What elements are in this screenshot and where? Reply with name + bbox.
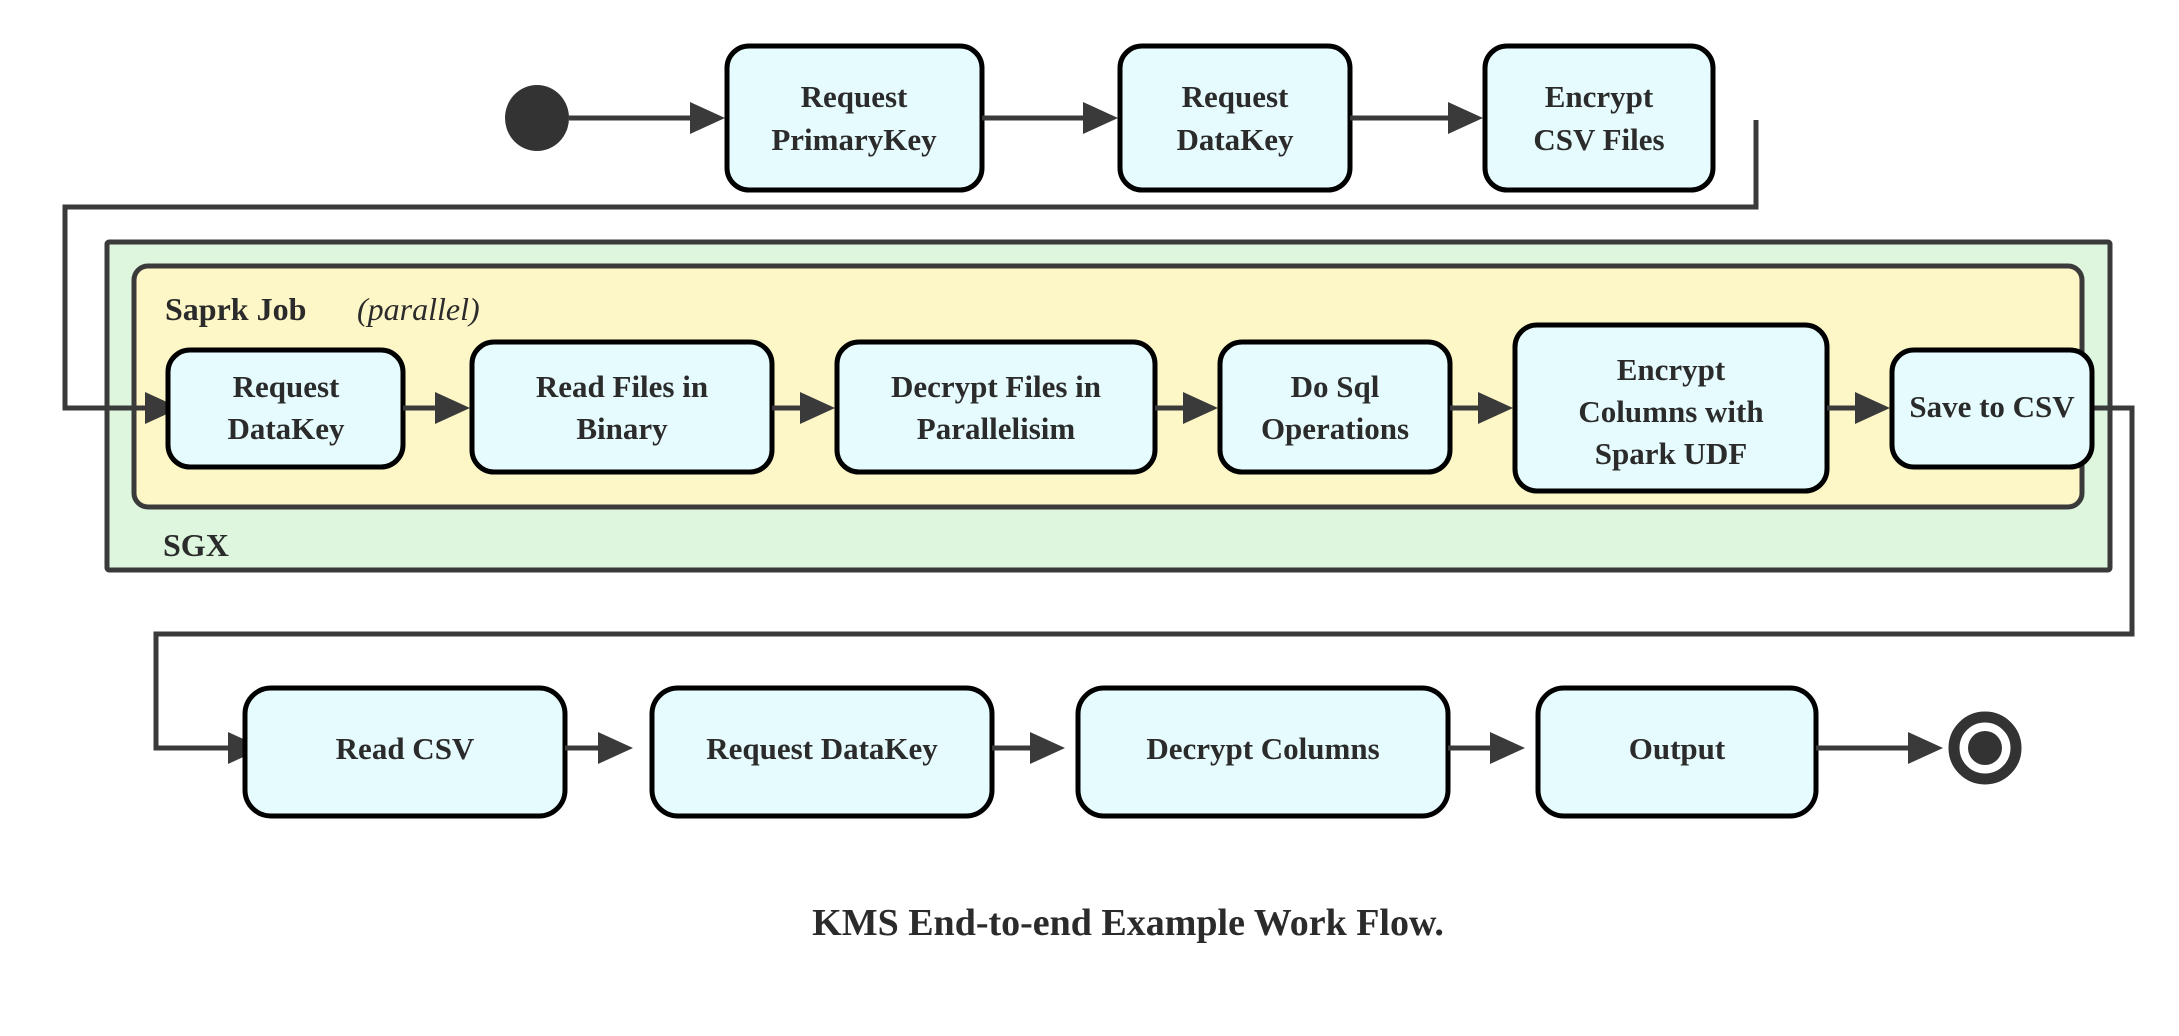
node-request-datakey-top[interactable] <box>1117 43 1353 193</box>
node-request-datakey-spark[interactable] <box>165 347 406 470</box>
arrow-head-into-read-files-in-binary <box>435 392 470 424</box>
node-request-datakey-top-line1: Request <box>1182 79 1289 114</box>
node-encrypt-columns-line2: Columns with <box>1578 394 1763 429</box>
node-read-files-in-binary[interactable] <box>469 339 775 475</box>
node-request-primarykey[interactable] <box>724 43 985 193</box>
node-request-primarykey-line1: Request <box>801 79 908 114</box>
node-do-sql-operations-line1: Do Sql <box>1291 369 1380 404</box>
arrow-head-into-request-primarykey <box>690 102 725 134</box>
start-node <box>505 85 569 151</box>
node-output-line1: Output <box>1629 731 1726 766</box>
node-save-to-csv-line1: Save to CSV <box>1909 389 2075 424</box>
node-save-to-csv[interactable] <box>1889 347 2095 470</box>
node-read-csv[interactable] <box>242 685 568 819</box>
node-request-datakey-spark-line1: Request <box>233 369 340 404</box>
node-encrypt-columns-line3: Spark UDF <box>1595 436 1747 471</box>
node-request-datakey-bottom[interactable] <box>649 685 995 819</box>
arrow-head-into-encrypt-columns <box>1478 392 1513 424</box>
node-encrypt-columns-line1: Encrypt <box>1617 352 1726 387</box>
arrow-head-into-request-datakey-top <box>1083 102 1118 134</box>
arrow-head-into-decrypt-columns <box>1030 732 1065 764</box>
arrow-head-into-output <box>1490 732 1525 764</box>
edge-encrypt-csv-to-request-datakey <box>62 120 1759 411</box>
node-output[interactable] <box>1535 685 1819 819</box>
arrow-head-into-do-sql-operations <box>1183 392 1218 424</box>
node-encrypt-csv-files-line2: CSV Files <box>1533 122 1664 157</box>
figure-caption: KMS End-to-end Example Work Flow. <box>812 902 1444 944</box>
spark-job-label: Saprk Job <box>165 291 306 327</box>
node-read-csv-line1: Read CSV <box>336 731 475 766</box>
node-request-primarykey-line2: PrimaryKey <box>771 122 937 157</box>
end-node-dot <box>1968 731 2002 765</box>
arrow-head-into-end-node <box>1908 732 1943 764</box>
edge-save-to-csv-to-read-csv <box>153 405 2135 751</box>
node-read-files-in-binary-line1: Read Files in <box>536 369 708 404</box>
arrow-head-into-decrypt-files-in-parallelisim <box>800 392 835 424</box>
spark-job-qualifier: (parallel) <box>357 291 480 327</box>
node-do-sql-operations[interactable] <box>1217 339 1453 475</box>
sgx-label: SGX <box>163 527 229 563</box>
arrow-head-into-request-datakey-spark <box>145 392 180 424</box>
node-request-datakey-spark-line2: DataKey <box>227 411 345 446</box>
node-decrypt-files-line1: Decrypt Files in <box>891 369 1101 404</box>
arrow-head-into-save-to-csv <box>1855 392 1890 424</box>
node-request-datakey-top-line2: DataKey <box>1176 122 1294 157</box>
node-decrypt-columns-line1: Decrypt Columns <box>1146 731 1379 766</box>
node-decrypt-columns[interactable] <box>1075 685 1451 819</box>
node-read-files-in-binary-line2: Binary <box>576 411 668 446</box>
node-do-sql-operations-line2: Operations <box>1261 411 1409 446</box>
arrow-head-into-request-datakey-bottom <box>598 732 633 764</box>
arrow-head-into-encrypt-csv-files <box>1448 102 1483 134</box>
node-decrypt-files-line2: Parallelisim <box>917 411 1076 446</box>
node-decrypt-files-in-parallelisim[interactable] <box>834 339 1158 475</box>
node-encrypt-csv-files-line1: Encrypt <box>1545 79 1654 114</box>
node-request-datakey-bottom-line1: Request DataKey <box>706 731 938 766</box>
node-encrypt-csv-files[interactable] <box>1482 43 1716 193</box>
